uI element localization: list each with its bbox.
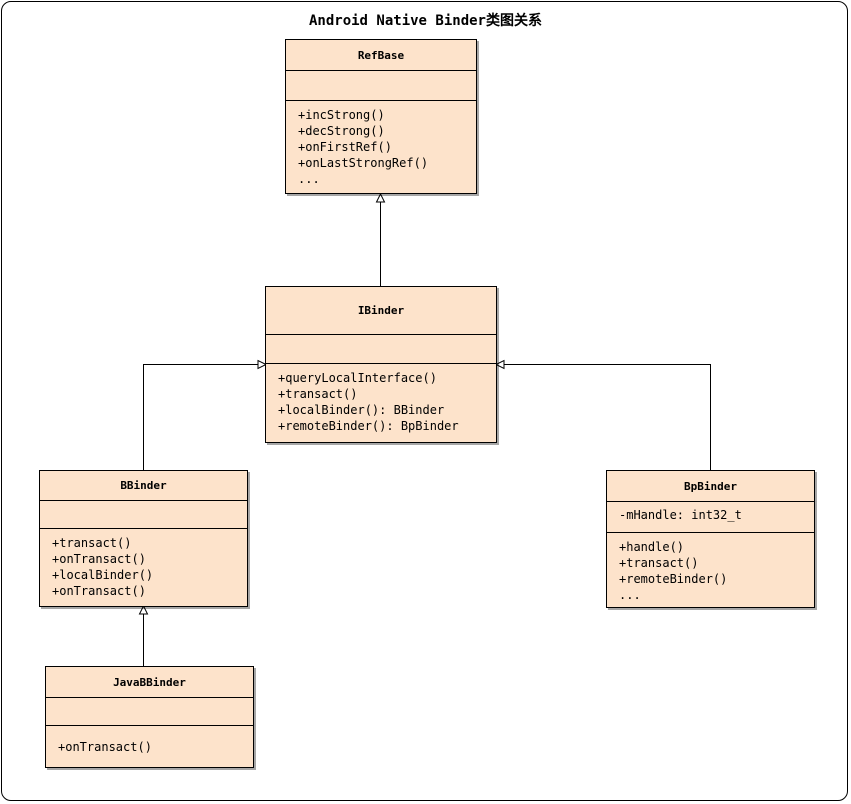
class-operations: +onTransact() xyxy=(46,726,253,755)
class-attributes xyxy=(46,698,253,726)
class-javabbinder: JavaBBinder +onTransact() xyxy=(45,666,254,768)
class-operations: +incStrong() +decStrong() +onFirstRef() … xyxy=(286,101,476,187)
operation: +decStrong() xyxy=(298,124,385,138)
inheritance-arrow-icon xyxy=(375,192,386,203)
class-name: BpBinder xyxy=(607,471,814,502)
class-operations: +transact() +onTransact() +localBinder()… xyxy=(40,529,247,599)
operation: +localBinder() xyxy=(52,568,154,582)
operation: +transact() xyxy=(278,387,358,401)
attribute: -mHandle: int32_t xyxy=(619,508,742,522)
class-attributes xyxy=(286,71,476,101)
operation: +onLastStrongRef() xyxy=(298,156,429,170)
inheritance-arrow-icon xyxy=(257,359,268,370)
relation-ibinder-refbase xyxy=(375,192,386,287)
operation: +queryLocalInterface() xyxy=(278,371,437,385)
class-operations: +handle() +transact() +remoteBinder() ..… xyxy=(607,533,814,603)
operation: +remoteBinder(): BpBinder xyxy=(278,419,459,433)
class-refbase: RefBase +incStrong() +decStrong() +onFir… xyxy=(285,39,477,194)
operation: +localBinder(): BBinder xyxy=(278,403,445,417)
operation: +onFirstRef() xyxy=(298,140,392,154)
class-name: BBinder xyxy=(40,471,247,501)
operation: ... xyxy=(619,588,641,602)
class-attributes xyxy=(40,501,247,529)
relation-bbinder-ibinder xyxy=(143,359,268,471)
operation: +onTransact() xyxy=(58,740,152,754)
diagram-title: Android Native Binder类图关系 xyxy=(308,13,542,29)
class-name: IBinder xyxy=(266,287,496,335)
class-bpbinder: BpBinder -mHandle: int32_t +handle() +tr… xyxy=(606,470,815,608)
class-attributes xyxy=(266,335,496,364)
operation: +transact() xyxy=(619,556,699,570)
class-attributes: -mHandle: int32_t xyxy=(607,502,814,533)
relation-javabbinder-bbinder xyxy=(138,604,149,667)
inheritance-arrow-icon xyxy=(494,359,505,370)
class-ibinder: IBinder +queryLocalInterface() +transact… xyxy=(265,286,497,443)
operation: ... xyxy=(298,172,320,186)
class-name: RefBase xyxy=(286,40,476,71)
relation-bpbinder-ibinder xyxy=(494,359,711,471)
inheritance-arrow-icon xyxy=(138,604,149,615)
class-operations: +queryLocalInterface() +transact() +loca… xyxy=(266,364,496,434)
operation: +transact() xyxy=(52,536,132,550)
class-bbinder: BBinder +transact() +onTransact() +local… xyxy=(39,470,248,607)
operation: +onTransact() xyxy=(52,552,146,566)
class-name: JavaBBinder xyxy=(46,667,253,698)
operation: +remoteBinder() xyxy=(619,572,728,586)
operation: +handle() xyxy=(619,540,685,554)
operation: +onTransact() xyxy=(52,584,146,598)
operation: +incStrong() xyxy=(298,108,385,122)
